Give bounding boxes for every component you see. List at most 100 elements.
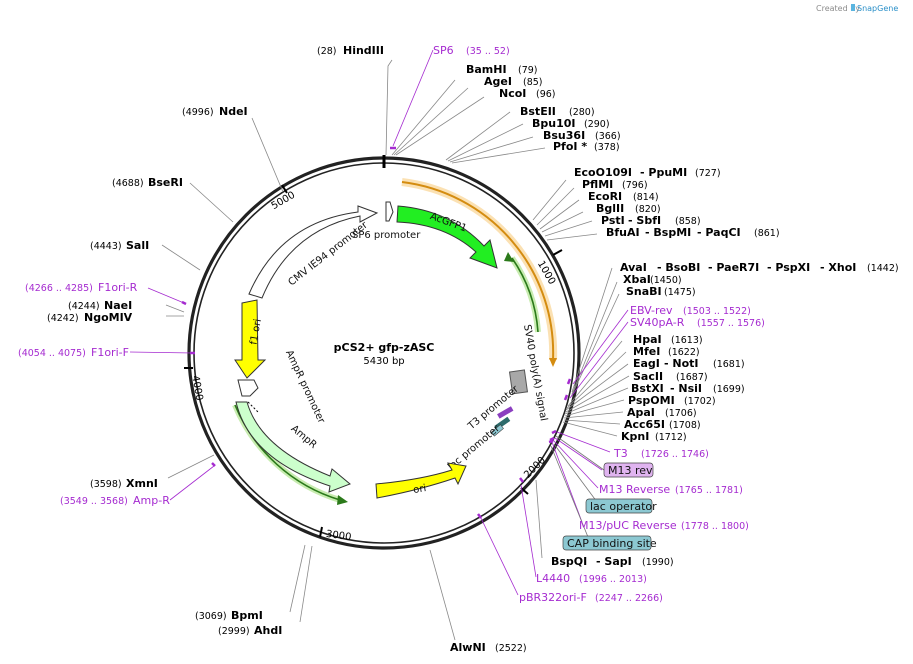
tick-3000: 3000 [325,529,352,543]
site-bstxi-pos: (1699) [713,384,745,395]
primer-sv40pa-r[interactable]: SV40pA-R [630,316,685,329]
primer-l4440-pos: (1996 .. 2013) [579,574,647,585]
site-kpni[interactable]: KpnI [621,430,649,443]
site-alwni[interactable]: AlwNI [450,641,486,654]
site-psti[interactable]: PstI [601,214,625,227]
primer-amp-r[interactable]: Amp-R [133,494,170,507]
site-bpmi-pos: (3069) [195,611,227,622]
site-ncoi[interactable]: NcoI [499,87,526,100]
primer-f1ori-f[interactable]: F1ori-F [91,346,129,359]
site-acc65i[interactable]: Acc65I [624,418,665,431]
feature-ampr-promoter[interactable] [237,379,259,397]
site-bglii[interactable]: BglII [596,202,624,215]
site-ecoo109i-pos: (727) [695,168,721,179]
site-bpu10i-pos: (290) [584,119,610,130]
primer-m13-puc-reverse[interactable]: M13/pUC Reverse [579,519,677,532]
site-ahdi[interactable]: AhdI [254,624,282,637]
site-apai[interactable]: ApaI [627,406,655,419]
site-hpai-pos: (1613) [671,335,703,346]
site-ngomiv[interactable]: NgoMIV [84,311,133,324]
site-kpni-pos: (1712) [655,432,687,443]
site-pspomi[interactable]: PspOMI [628,394,675,407]
site-sacii[interactable]: SacII [633,370,663,383]
site-paqci[interactable]: - PaqCI [697,226,741,239]
site-bfuai[interactable]: BfuAI [606,226,640,239]
feature-m13-rev: M13 rev [608,464,653,477]
primer-f1ori-r[interactable]: F1ori-R [98,281,138,294]
feature-t3-promoter[interactable] [497,406,514,419]
site-pfoi[interactable]: PfoI * [553,140,587,153]
site-bfuai-pos: (861) [754,228,780,239]
site-bspmi[interactable]: - BspMI [645,226,691,239]
site-mfei[interactable]: MfeI [633,345,660,358]
site-pfoi-pos: (378) [594,142,620,153]
credit-text: Created by [816,4,860,13]
site-nsii[interactable]: - NsiI [670,382,702,395]
site-xbai[interactable]: XbaI [623,273,651,286]
site-bsteii-pos: (280) [569,107,595,118]
cap-binding-badge[interactable] [562,535,652,551]
lac-operator-badge[interactable] [585,498,653,514]
ampr-orf-arrow-icon [337,495,348,505]
primer-l4440[interactable]: L4440 [536,572,570,585]
feature-f1-ori[interactable] [234,299,267,379]
site-bseri[interactable]: BseRI [148,176,183,189]
primer-m13-reverse[interactable]: M13 Reverse [599,483,670,496]
site-bsu36i[interactable]: Bsu36I [543,129,585,142]
site-bamhi[interactable]: BamHI [466,63,507,76]
site-sapi[interactable]: - SapI [596,555,632,568]
primer-sp6[interactable]: SP6 [433,44,454,57]
site-naei[interactable]: NaeI [104,299,132,312]
feature-sp6-promoter[interactable] [385,201,394,222]
site-bamhi-pos: (79) [518,65,538,76]
site-bpmi[interactable]: BpmI [231,609,263,622]
f1-ori-label: f1 ori [249,318,264,346]
site-eagi[interactable]: EagI [633,357,660,370]
site-bstxi[interactable]: BstXI [631,382,664,395]
site-sali[interactable]: SalI [126,239,149,252]
primer-t3[interactable]: T3 [613,447,628,460]
site-pflmi[interactable]: PflMI [582,178,613,191]
site-xmni[interactable]: XmnI [126,477,158,490]
site-ecori[interactable]: EcoRI [588,190,622,203]
site-hindiii[interactable]: HindIII [343,44,384,57]
primer-ebv-rev[interactable]: EBV-rev [630,304,673,317]
site-agei[interactable]: AgeI [484,75,512,88]
site-hindiii-pos: (28) [317,46,337,57]
site-bsteii[interactable]: BstEII [520,105,556,118]
site-ecori-pos: (814) [633,192,659,203]
site-ncoi-pos: (96) [536,89,556,100]
sp6-promoter-label: SP6 promoter [352,230,421,241]
feature-ori[interactable] [375,462,467,499]
primer-ebv-rev-pos: (1503 .. 1522) [683,306,751,317]
site-noti[interactable]: - NotI [664,357,699,370]
feature-cap-site[interactable] [490,424,504,437]
site-pspxi[interactable]: - PspXI [767,261,810,274]
primer-pbr322ori-f[interactable]: pBR322ori-F [519,591,587,604]
feature-ampr[interactable] [235,401,351,493]
snapgene-brand: SnapGene [857,4,898,13]
site-ppumi[interactable]: - PpuMI [640,166,687,179]
feature-cmv-promoter[interactable] [248,205,379,299]
site-hpai[interactable]: HpaI [633,333,662,346]
feature-cap-binding-site: CAP binding site [567,537,657,550]
site-paer7i[interactable]: - PaeR7I [708,261,759,274]
site-avai[interactable]: AvaI [620,261,647,274]
primer-m13-puc-reverse-pos: (1778 .. 1800) [681,521,749,532]
m13-rev-badge[interactable] [603,462,654,478]
site-ecoo109i[interactable]: EcoO109I [574,166,632,179]
site-xhoi[interactable]: - XhoI [820,261,856,274]
site-naei-pos: (4244) [68,301,100,312]
site-sbfi[interactable]: - SbfI [628,214,661,227]
ampr-promoter-label: AmpR promoter [283,348,327,425]
primer-amp-r-pos: (3549 .. 3568) [60,496,128,507]
feature-acgfp1[interactable] [396,205,498,269]
site-bseri-pos: (4688) [112,178,144,189]
site-bpu10i[interactable]: Bpu10I [532,117,576,130]
site-bsobi[interactable]: - BsoBI [657,261,700,274]
site-bspqi[interactable]: BspQI [551,555,587,568]
site-snabi[interactable]: SnaBI [626,285,662,298]
feature-sv40-polya[interactable] [508,369,529,395]
site-ndei[interactable]: NdeI [219,105,248,118]
